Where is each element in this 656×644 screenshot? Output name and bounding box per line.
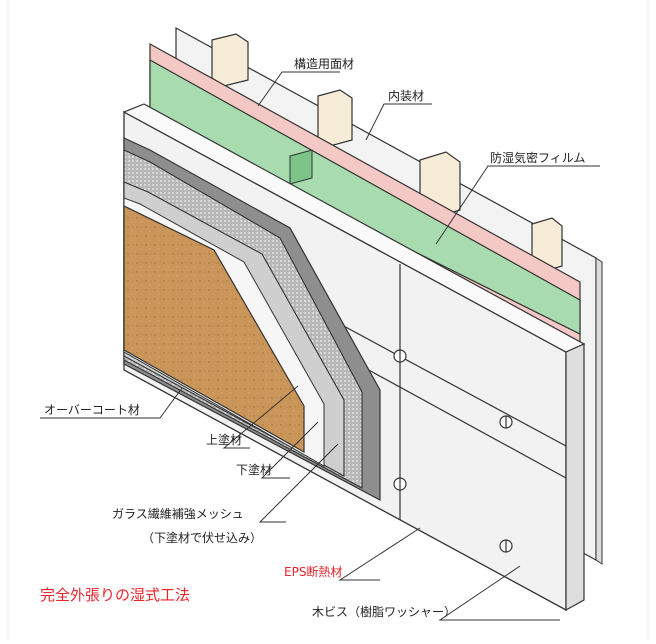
- overcoat-layer: [123, 205, 305, 454]
- label-glass-mesh-note: （下塗材で伏せ込み）: [142, 530, 262, 545]
- label-glass-mesh: ガラス繊維補強メッシュ: [112, 507, 244, 521]
- label-eps-insulation: EPS断熱材: [284, 564, 342, 579]
- screw-2: [499, 415, 513, 429]
- leader-lines: [40, 71, 600, 621]
- screw-3: [393, 477, 407, 491]
- label-overcoat: オーバーコート材: [44, 403, 140, 417]
- label-interior-finish: 内装材: [388, 89, 424, 103]
- label-wood-screw: 木ビス（樹脂ワッシャー）: [312, 604, 456, 619]
- vapor-barrier-layer: [149, 58, 581, 335]
- label-base-coat: 下塗材: [236, 462, 272, 477]
- label-vapor-barrier: 防湿気密フィルム: [490, 150, 586, 165]
- screw-1: [393, 349, 407, 363]
- diagram-title: 完全外張りの湿式工法: [40, 586, 190, 604]
- labels: 構造用面材 内装材 防湿気密フィルム オーバーコート材 上塗材 下塗材 ガラス繊…: [40, 57, 586, 619]
- label-top-coat: 上塗材: [206, 432, 242, 447]
- wood-screws: [393, 349, 513, 553]
- screw-4: [499, 539, 513, 553]
- label-structural-board: 構造用面材: [294, 57, 354, 71]
